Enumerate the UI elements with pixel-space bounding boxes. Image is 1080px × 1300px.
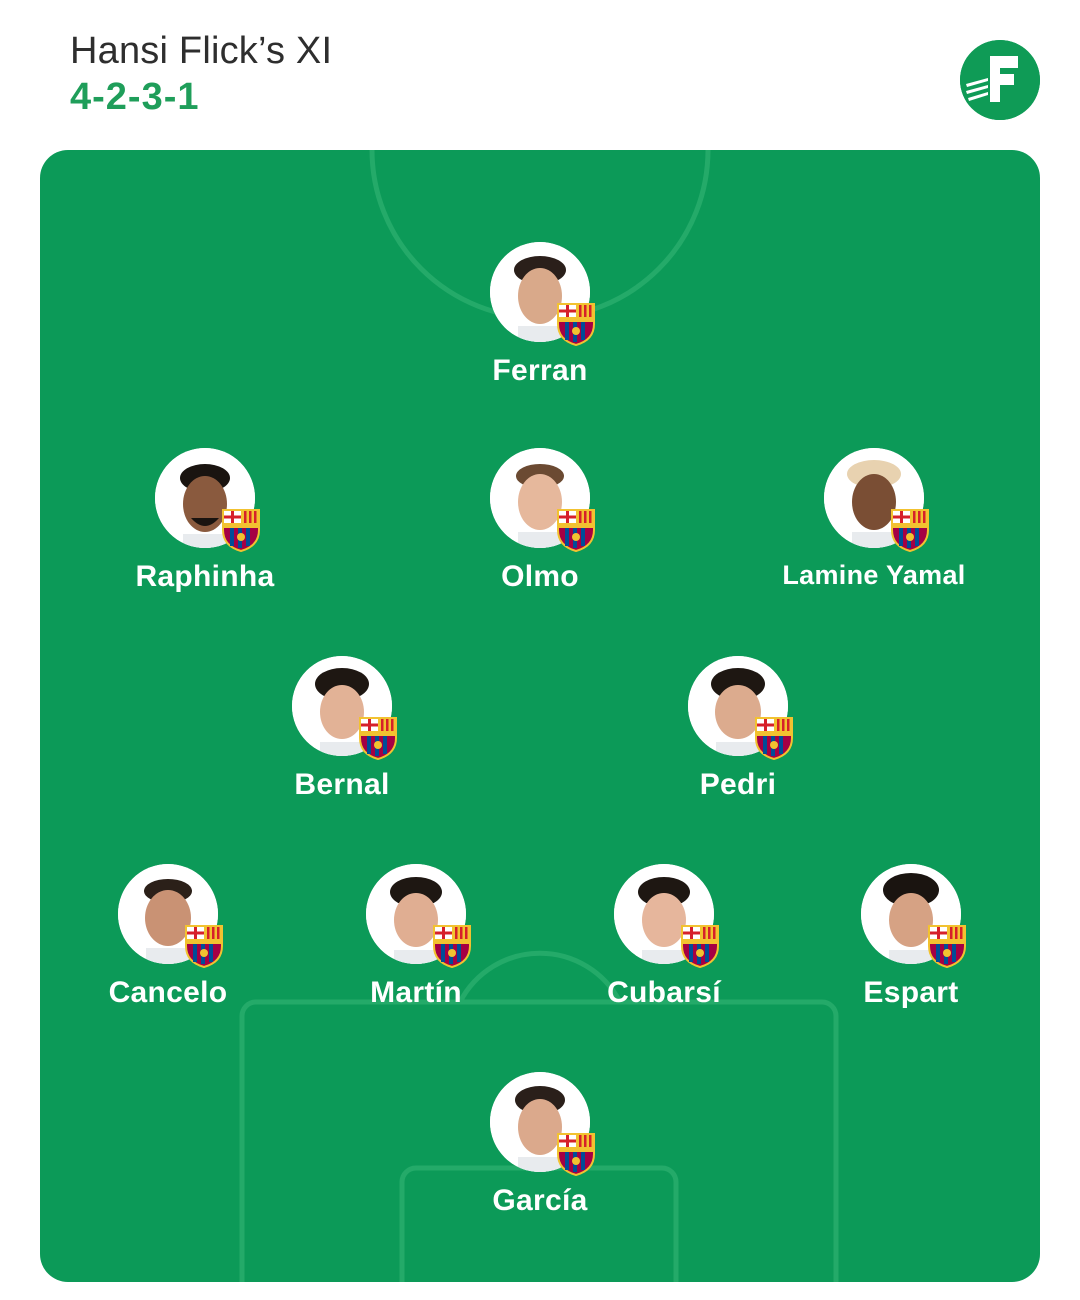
footballer-logo-icon[interactable]: [960, 40, 1040, 120]
player-martin[interactable]: Martín: [296, 864, 536, 1010]
fc-barcelona-crest-icon: [432, 924, 472, 968]
fc-barcelona-crest-icon: [754, 716, 794, 760]
player-name: García: [492, 1184, 588, 1217]
player-pedri[interactable]: Pedri: [618, 656, 858, 802]
fc-barcelona-crest-icon: [221, 508, 261, 552]
player-photo-avatar: [490, 448, 595, 552]
player-name: Raphinha: [135, 560, 275, 593]
player-name: Espart: [863, 976, 959, 1009]
fc-barcelona-crest-icon: [556, 302, 596, 346]
fc-barcelona-crest-icon: [890, 508, 930, 552]
fc-barcelona-crest-icon: [680, 924, 720, 968]
player-photo-avatar: [490, 1072, 595, 1176]
player-cubarsi[interactable]: Cubarsí: [544, 864, 784, 1010]
player-photo-avatar: [118, 864, 223, 968]
player-name: Martín: [370, 976, 462, 1009]
fc-barcelona-crest-icon: [556, 508, 596, 552]
fc-barcelona-crest-icon: [358, 716, 398, 760]
player-name: Lamine Yamal: [782, 560, 966, 590]
player-photo-avatar: [614, 864, 719, 968]
player-bernal[interactable]: Bernal: [222, 656, 462, 802]
player-name: Cubarsí: [607, 976, 721, 1009]
fc-barcelona-crest-icon: [927, 924, 967, 968]
player-espart[interactable]: Espart: [791, 864, 1031, 1010]
player-photo-avatar: [292, 656, 397, 760]
player-photo-avatar: [688, 656, 793, 760]
player-garcia[interactable]: García: [420, 1072, 660, 1218]
player-lamine-yamal[interactable]: Lamine Yamal: [754, 448, 994, 591]
player-photo-avatar: [155, 448, 260, 552]
player-name: Cancelo: [108, 976, 228, 1009]
formation-label: 4-2-3-1: [70, 76, 200, 118]
player-name: Bernal: [294, 768, 390, 801]
player-name: Ferran: [492, 354, 588, 387]
player-raphinha[interactable]: Raphinha: [85, 448, 325, 594]
fc-barcelona-crest-icon: [184, 924, 224, 968]
player-photo-avatar: [861, 864, 966, 968]
player-olmo[interactable]: Olmo: [420, 448, 660, 594]
player-name: Pedri: [699, 768, 777, 801]
fc-barcelona-crest-icon: [556, 1132, 596, 1176]
player-name: Olmo: [501, 560, 579, 593]
player-photo-avatar: [366, 864, 471, 968]
player-photo-avatar: [824, 448, 929, 552]
player-ferran[interactable]: Ferran: [420, 242, 660, 388]
page-title: Hansi Flick’s XI: [70, 30, 333, 72]
player-cancelo[interactable]: Cancelo: [48, 864, 288, 1010]
player-photo-avatar: [490, 242, 595, 346]
